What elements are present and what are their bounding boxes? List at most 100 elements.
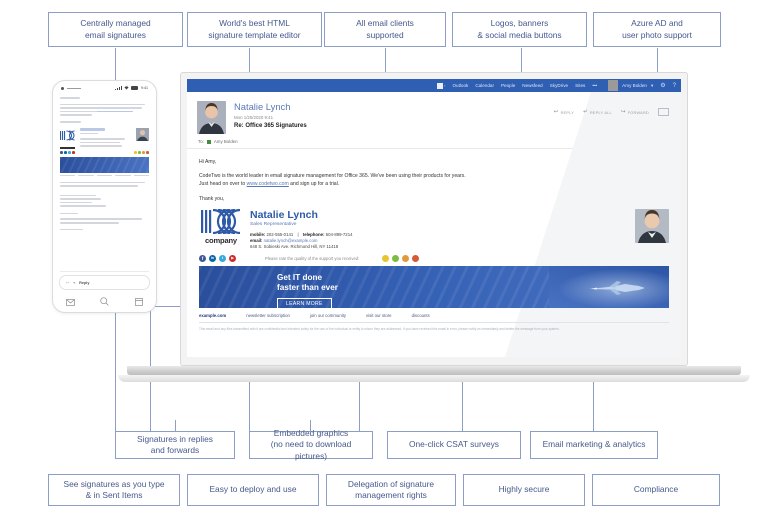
csat-face-happy[interactable] [382,255,390,263]
callout-line: management rights [355,490,427,500]
avatar [608,80,619,91]
csat-face-sad[interactable] [412,255,420,263]
signal-icon [115,86,122,90]
phone-status-bar: 9:41 [53,81,156,92]
callout-replies-forwards[interactable]: Signatures in replies and forwards [115,431,235,459]
phone-bottom-nav [53,294,156,310]
callout-see-signatures[interactable]: See signatures as you type & in Sent Ite… [48,474,180,506]
phone-company-logo [60,128,77,149]
menu-icon[interactable] [61,86,64,90]
callout-embedded-graphics[interactable]: Embedded graphics (no need to download p… [249,428,373,461]
callout-email-analytics[interactable]: Email marketing & analytics [530,431,658,459]
reply-icon[interactable]: ↩ [66,281,70,285]
footer-link-store[interactable]: visit our store [366,313,392,319]
banner-text: Get IT done faster than ever LEARN MORE [277,273,338,309]
csat-face-neutral-orange[interactable] [402,255,410,263]
csat-face-neutral-green[interactable] [392,255,400,263]
mail-icon[interactable] [65,293,75,311]
callout-delegation[interactable]: Delegation of signature management right… [326,474,456,506]
callout-line: Delegation of signature [347,478,435,489]
banner-image [549,266,669,309]
callout-azure-ad[interactable]: Azure AD and user photo support [593,12,721,47]
more-actions-button[interactable] [658,108,669,116]
body-closing: Thank you, [199,195,225,202]
callout-line: Compliance [633,484,679,495]
signature-footer-links: example.com newsletter subscription join… [199,308,669,324]
email-value[interactable]: natalie.lynch@example.com [263,238,318,244]
callout-highly-secure[interactable]: Highly secure [463,474,585,506]
message-recipients: To: Amy Bolden [187,134,681,149]
connector-line [593,340,594,432]
callout-line: supported [366,29,404,40]
callout-centrally-managed[interactable]: Centrally managed email signatures [48,12,183,47]
company-logo: company [199,209,243,245]
callout-csat-surveys[interactable]: One-click CSAT surveys [387,431,521,459]
mail-reading-pane: Natalie Lynch Mon 1/25/2020 9:41 Re: Off… [187,92,681,357]
connector-line [310,420,311,432]
nav-calendar[interactable]: Calendar [475,83,494,88]
callout-logos-banners[interactable]: Logos, banners & social media buttons [452,12,587,47]
twitter-icon[interactable]: t [219,255,226,263]
sender-photo [197,101,226,134]
callout-all-clients[interactable]: All email clients supported [324,12,446,47]
signature-email-row: email: natalie.lynch@example.com [250,238,631,244]
phone-social-row [60,150,149,154]
reply-all-button[interactable]: ↵REPLY ALL [583,109,612,115]
callout-compliance[interactable]: Compliance [592,474,720,506]
nav-newsfeed[interactable]: Newsfeed [522,83,543,88]
footer-link-community[interactable]: join our community [309,313,347,319]
callout-line: Signatures in replies [137,433,213,444]
help-icon[interactable]: ? [672,82,676,89]
nav-people[interactable]: People [500,83,516,88]
linkedin-icon[interactable]: in [209,255,216,263]
message-body: Hi Amy, CodeTwo is the world leader in e… [187,149,681,203]
nav-sites[interactable]: Sites [575,83,586,88]
calendar-icon[interactable] [135,293,143,311]
reply-all-label: REPLY ALL [589,109,612,115]
callout-easy-deploy[interactable]: Easy to deploy and use [187,474,319,506]
reply-all-icon: ↵ [583,109,588,115]
phone-title-placeholder [67,87,81,89]
forward-button[interactable]: ↪FORWARD [621,109,649,115]
phone-sender-photo [136,127,149,141]
phone-reply-bar[interactable]: ↩ ▾ Reply [59,275,150,290]
gear-icon[interactable]: ⚙ [660,83,666,89]
body-text: Just head on over to [199,181,247,188]
owa-user-block[interactable]: Amy Bolden ▾ [608,80,653,91]
reply-button[interactable]: ↩REPLY [554,109,574,115]
signature-user-photo [635,208,669,243]
body-text: and sign up for a trial. [288,181,340,188]
banner-line-1: Get IT done [277,273,323,283]
signature-disclaimer: This email and any files transmitted wit… [199,327,560,332]
callout-line: All email clients [356,18,414,28]
footer-link-discounts[interactable]: discounts [411,313,430,319]
footer-link-website[interactable]: example.com [199,313,227,319]
callout-line: signature template editor [208,29,301,40]
learn-more-button[interactable]: LEARN MORE [277,298,332,309]
signature-phones: mobile: 202-555-0141 | telephone: 504-89… [250,232,631,238]
nav-skydrive[interactable]: SkyDrive [549,83,569,88]
nav-overflow[interactable]: ••• [592,83,598,88]
youtube-icon[interactable]: ▶ [229,255,236,263]
laptop-screen: › Outlook Calendar People Newsfeed SkyDr… [187,79,681,357]
nav-outlook[interactable]: Outlook [452,83,469,88]
sender-name[interactable]: Natalie Lynch [234,101,291,112]
chevron-down-icon[interactable]: ▾ [650,82,654,88]
battery-icon [131,86,138,90]
body-greeting: Hi Amy, [199,159,217,165]
footer-link-newsletter[interactable]: newsletter subscription [246,313,290,319]
email-signature: company Natalie Lynch Sales Representati… [199,208,669,332]
user-name: Amy Bolden [622,83,647,88]
to-recipient[interactable]: Amy Bolden [213,139,238,144]
callout-html-editor[interactable]: World's best HTML signature template edi… [187,12,322,47]
app-launcher-icon[interactable]: › [437,82,445,89]
owa-nav: Outlook Calendar People Newsfeed SkyDriv… [452,83,597,88]
mobile-value: 202-555-0141 [266,231,294,237]
callout-line: One-click CSAT surveys [409,439,499,450]
phone-reply-caret[interactable]: ▾ [73,281,76,285]
search-icon[interactable] [100,293,110,311]
codetwo-link[interactable]: www.codetwo.com [246,181,289,188]
facebook-icon[interactable]: f [199,255,206,263]
presence-icon [206,139,211,144]
signature-banner[interactable]: Get IT done faster than ever LEARN MORE [199,266,669,309]
